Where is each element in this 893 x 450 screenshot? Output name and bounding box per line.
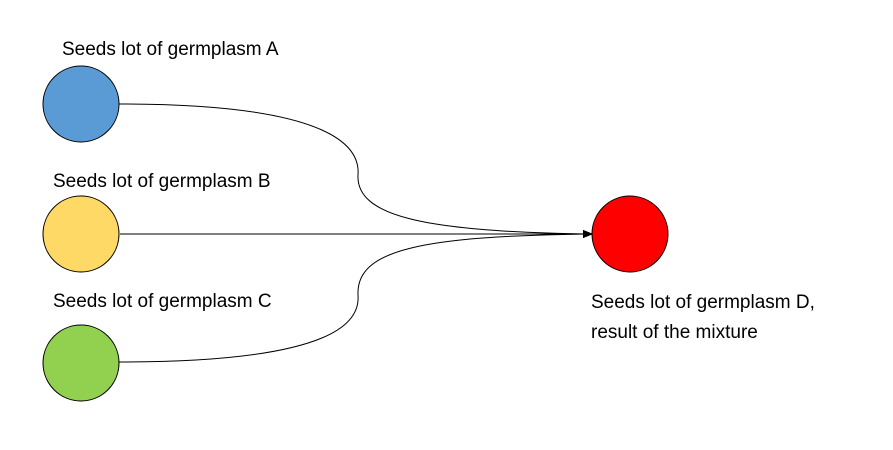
node-germplasm-a <box>42 65 120 143</box>
node-germplasm-c <box>42 324 120 402</box>
label-germplasm-a: Seeds lot of germplasm A <box>62 39 279 60</box>
label-germplasm-c: Seeds lot of germplasm C <box>53 291 272 312</box>
node-germplasm-b <box>42 195 120 273</box>
edge-a-to-d <box>118 103 593 238</box>
label-germplasm-b: Seeds lot of germplasm B <box>53 171 271 192</box>
label-germplasm-d-line1: Seeds lot of germplasm D, <box>591 292 815 313</box>
edge-c-to-d <box>118 230 593 363</box>
label-germplasm-d-line2: result of the mixture <box>591 322 758 343</box>
node-germplasm-d <box>591 195 669 273</box>
